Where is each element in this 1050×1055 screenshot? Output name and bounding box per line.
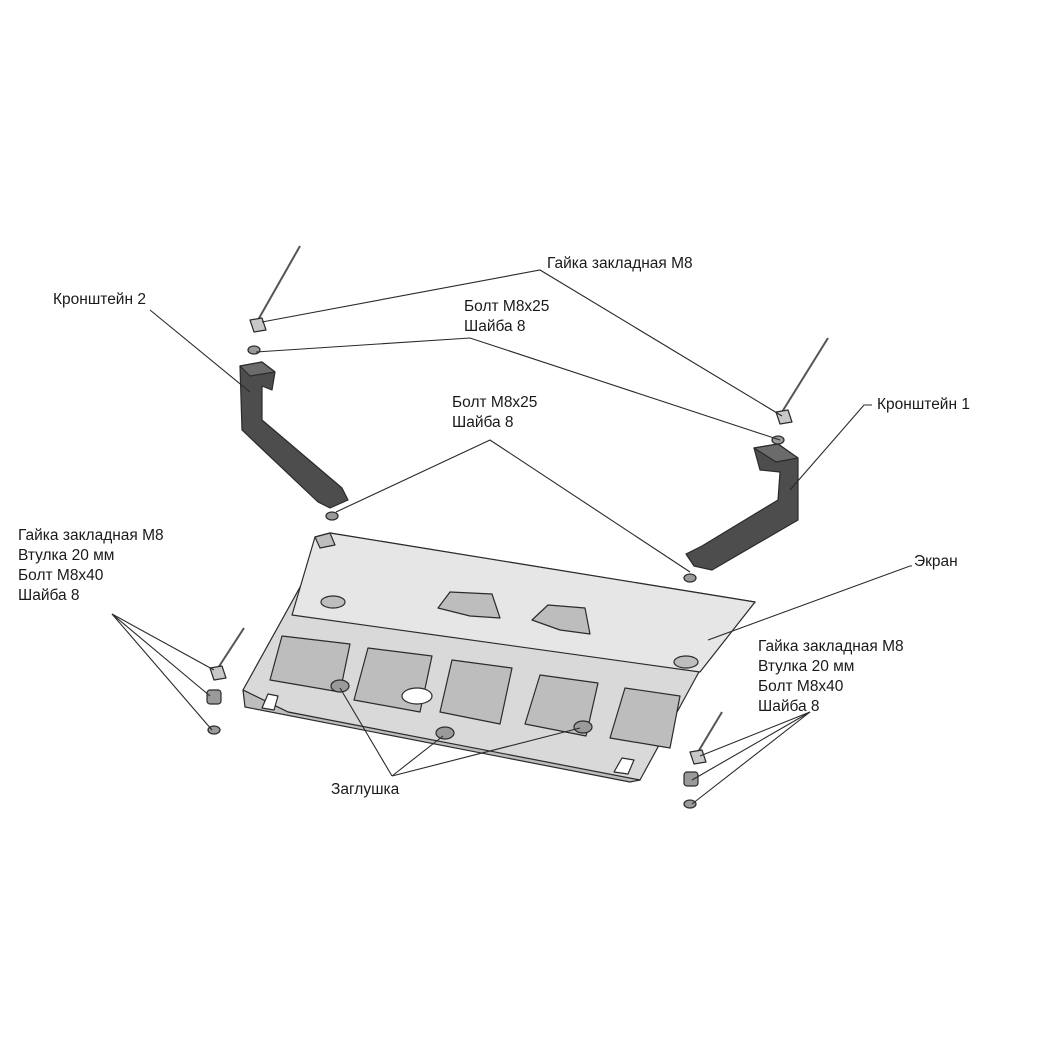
label-plug: Заглушка [331,781,400,798]
bracket-1 [685,443,799,571]
label-right-fastener-group: Гайка закладная М8 Втулка 20 мм Болт М8х… [758,638,904,715]
leader-lines [111,269,912,805]
label-bracket-2: Кронштейн 2 [53,291,146,308]
label-screen: Экран [914,553,958,570]
skid-plate [242,532,756,783]
label-left-fastener-group: Гайка закладная М8 Втулка 20 мм Болт М8х… [18,527,164,604]
bracket-2 [239,361,349,509]
label-bolt-washer-top: Болт М8х25 Шайба 8 [464,298,550,335]
label-bracket-1: Кронштейн 1 [877,396,970,413]
label-nut-top: Гайка закладная М8 [547,255,693,272]
label-bolt-washer-middle: Болт М8х25 Шайба 8 [452,394,538,431]
